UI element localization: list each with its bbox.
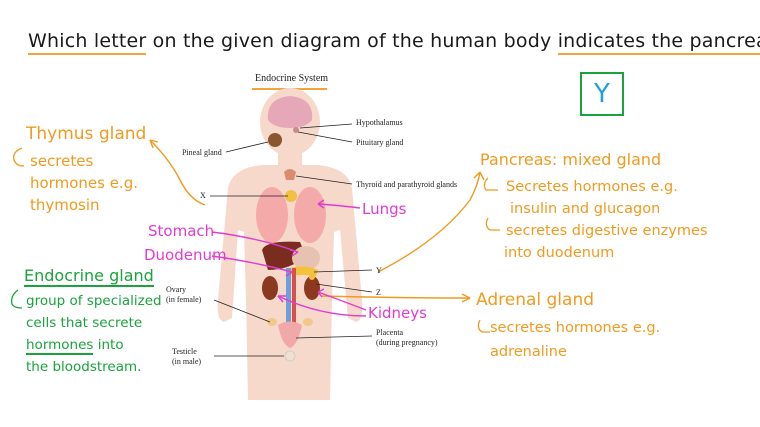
question-part-which-letter: Which letter — [28, 30, 147, 55]
question-part-pancreas: indicates the pancreas — [557, 30, 760, 55]
question-part-middle: on the given diagram of the human body — [146, 30, 558, 52]
question-text: Which letter on the given diagram of the… — [28, 30, 760, 55]
stomach — [292, 246, 320, 270]
thymus-line-2: hormones e.g. — [30, 174, 138, 192]
pancreas-line-2: insulin and glucagon — [510, 201, 661, 217]
pancreas-line-3: secretes digestive enzymes — [506, 223, 708, 239]
thyroid — [284, 169, 296, 180]
pancreas-notes: Secretes hormones e.g. insulin and gluca… — [504, 176, 708, 264]
left-kidney — [262, 276, 278, 300]
kidneys-note: Kidneys — [368, 304, 427, 322]
label-testicle-line1: Testicle — [172, 347, 197, 356]
thymus-line-1: secretes — [30, 152, 94, 170]
endocrine-line-1: group of specialized — [26, 293, 162, 309]
label-ovary: Ovary (in female) — [166, 285, 201, 305]
label-pineal: Pineal gland — [182, 148, 222, 157]
endocrine-line-2: cells that secrete — [26, 315, 143, 331]
orange-arrows — [149, 139, 485, 303]
pink-arrows — [211, 199, 367, 317]
label-y: Y — [376, 266, 382, 275]
thymus — [285, 190, 297, 202]
pancreas-title: Pancreas — [480, 150, 552, 169]
endocrine-into-word: into — [93, 337, 124, 353]
label-ovary-line2: (in female) — [166, 295, 202, 304]
label-hypothalamus: Hypothalamus — [356, 118, 403, 127]
label-placenta-line2: (during pregnancy) — [376, 338, 438, 347]
endocrine-line-4: the bloodstream. — [26, 359, 142, 375]
left-lung — [256, 187, 288, 243]
endocrine-title-text: Endocrine gland — [24, 266, 154, 287]
adrenal-title: Adrenal gland — [476, 290, 595, 310]
pancreas-subtitle: : mixed gland — [551, 150, 662, 169]
vessel-red — [292, 268, 296, 328]
orange-note-hooks — [13, 147, 500, 333]
pituitary-gland — [293, 127, 299, 133]
endocrine-hormones-word: hormones — [26, 337, 94, 355]
uterus — [278, 321, 302, 348]
label-testicle-line2: (in male) — [172, 357, 202, 366]
adrenal-notes: secretes hormones e.g. adrenaline — [490, 316, 660, 364]
thymus-notes: secretes hormones e.g. thymosin — [30, 150, 138, 216]
adrenal — [309, 274, 315, 280]
adrenal-line-1: secretes hormones e.g. — [490, 320, 661, 336]
endocrine-line-3: hormones into — [26, 334, 162, 356]
green-note-hook — [10, 289, 23, 309]
adrenal-line-2: adrenaline — [490, 344, 567, 360]
pancreas-line-1: Secretes hormones e.g. — [506, 179, 678, 195]
right-kidney — [304, 276, 320, 300]
stomach-note: Stomach — [148, 222, 215, 240]
duodenum-note: Duodenum — [144, 246, 227, 264]
answer-box: Y — [580, 72, 624, 116]
label-pituitary: Pituitary gland — [356, 138, 404, 147]
ovary-right — [303, 318, 313, 326]
label-thyroid: Thyroid and parathyroid glands — [356, 180, 458, 189]
label-x: X — [200, 191, 206, 200]
pancreas-heading: Pancreas: mixed gland — [480, 150, 661, 169]
label-lines — [210, 123, 373, 357]
right-lung — [294, 187, 326, 243]
ovary-left — [267, 318, 277, 326]
label-placenta-line1: Placenta — [376, 328, 404, 337]
answer-letter: Y — [594, 79, 610, 109]
testicle — [284, 350, 296, 362]
lungs-note: Lungs — [362, 200, 407, 218]
thymus-title: Thymus gland — [26, 124, 147, 144]
brain — [267, 96, 313, 128]
label-z: Z — [376, 288, 381, 297]
vessel-blue — [286, 268, 291, 328]
endocrine-title: Endocrine gland — [24, 266, 154, 287]
pineal-gland — [268, 133, 282, 147]
label-ovary-line1: Ovary — [166, 285, 186, 294]
endocrine-notes: group of specialized cells that secrete … — [26, 290, 162, 378]
label-placenta: Placenta (during pregnancy) — [376, 328, 438, 348]
diagram-title: Endocrine System — [255, 73, 329, 84]
thymus-line-3: thymosin — [30, 196, 100, 214]
pancreas-line-4: into duodenum — [504, 245, 615, 261]
pancreas — [290, 266, 318, 276]
label-testicle: Testicle (in male) — [172, 347, 201, 367]
